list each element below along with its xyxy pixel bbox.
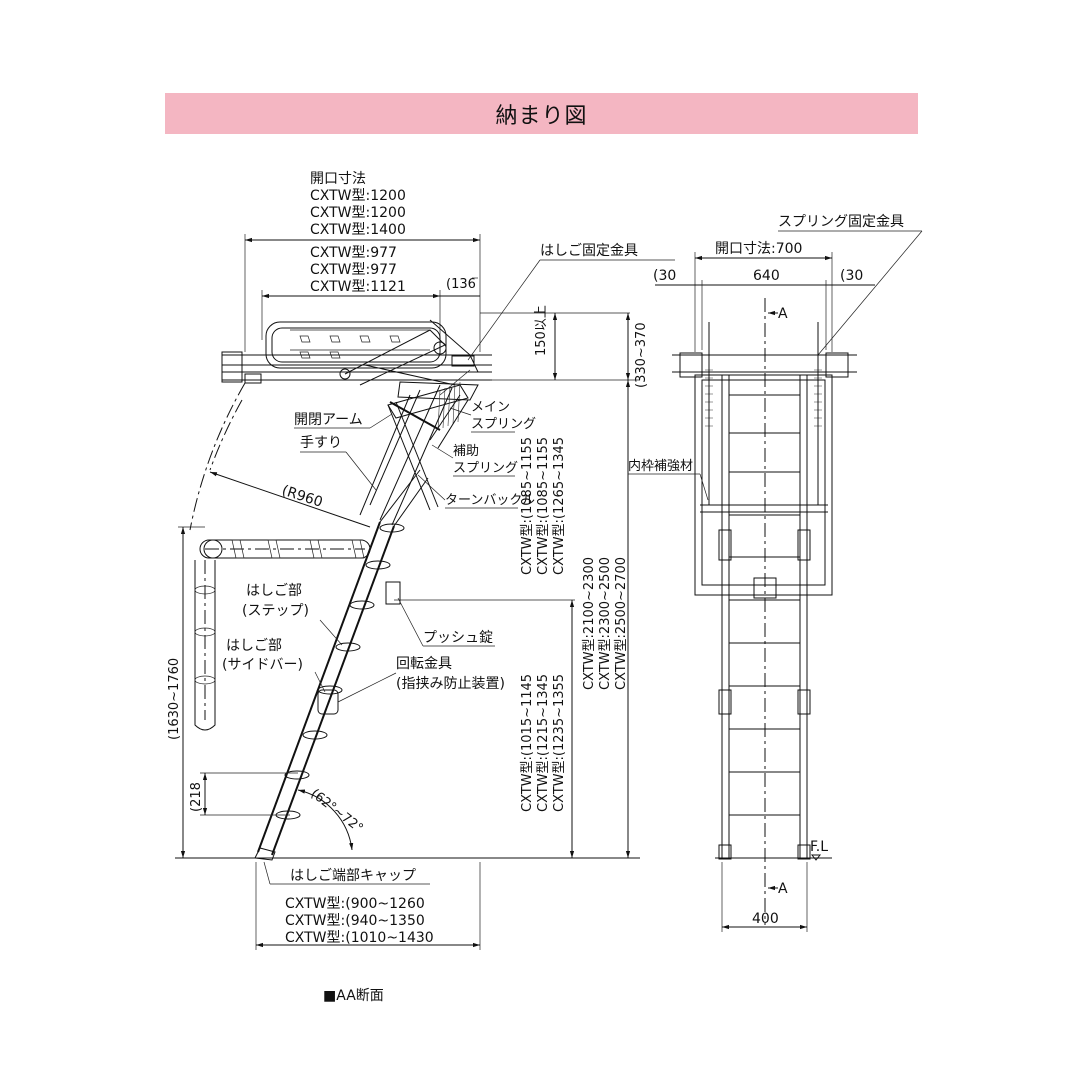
spring-length-1: CXTW型:(1085~1155 — [520, 437, 535, 575]
lower-height-2: CXTW型:(1215~1345 — [536, 674, 551, 812]
dim-218: (218 — [189, 782, 204, 812]
foot-dim-1: CXTW型:(900~1260 — [285, 896, 425, 912]
front-open-size: 開口寸法:700 — [715, 241, 802, 257]
spring-length-2: CXTW型:(1085~1155 — [536, 437, 551, 575]
dim-30-right: (30 — [840, 268, 863, 284]
side-view: 開口寸法 CXTW型:1200 CXTW型:1200 CXTW型:1400 CX… — [167, 171, 675, 950]
foot-dim-2: CXTW型:(940~1350 — [285, 913, 425, 929]
radius-label: (R960 — [280, 483, 325, 511]
page-title: 納まり図 — [495, 103, 588, 129]
angle-label: (62°~72° — [308, 786, 366, 836]
open-size-heading: 開口寸法 — [310, 171, 366, 187]
dim-640: 640 — [753, 268, 780, 284]
open-size-2: CXTW型:1200 — [310, 205, 406, 221]
section-a-top: A — [778, 306, 788, 322]
floor-level-label: F.L — [810, 839, 828, 855]
section-a-bottom: A — [778, 881, 788, 897]
ceiling-height-2: CXTW型:2300~2500 — [598, 557, 613, 690]
inner-size-1: CXTW型:977 — [310, 245, 397, 261]
sidebar-label-2: (サイドバー) — [222, 657, 303, 673]
step-label-2: (ステップ) — [242, 603, 309, 619]
arm-label: 開閉アーム — [294, 412, 363, 428]
inner-frame-label: 内枠補強材 — [628, 458, 693, 474]
ceiling-height-3: CXTW型:2500~2700 — [614, 557, 629, 690]
inner-size-2: CXTW型:977 — [310, 262, 397, 278]
aux-spring-label-1: 補助 — [453, 444, 479, 459]
dim-150: 150以上 — [534, 305, 549, 356]
handrail-label: 手すり — [300, 435, 342, 451]
dim-1630: (1630~1760 — [167, 658, 182, 740]
lower-height-3: CXTW型:(1235~1355 — [552, 674, 567, 812]
spring-length-3: CXTW型:(1265~1345 — [552, 437, 567, 575]
cap-label: はしご端部キャップ — [290, 868, 416, 884]
foot-dim-3: CXTW型:(1010~1430 — [285, 930, 434, 946]
fix-bracket-label: はしご固定金具 — [540, 243, 638, 259]
rotate-bracket-label-2: (指挟み防止装置) — [396, 676, 505, 692]
ceiling-height-1: CXTW型:2100~2300 — [582, 557, 597, 690]
dim-136: (136 — [446, 277, 476, 292]
title-bar: 納まり図 — [165, 93, 918, 134]
rotate-bracket-label-1: 回転金具 — [396, 656, 452, 672]
aux-spring-label-2: スプリング — [453, 461, 518, 476]
dim-400: 400 — [752, 911, 779, 927]
dim-330: (330~370 — [634, 322, 649, 388]
spring-fix-label: スプリング固定金具 — [778, 214, 904, 230]
main-spring-label-1: メイン — [471, 400, 510, 415]
push-lock-label: プッシュ錠 — [423, 630, 493, 646]
sidebar-label-1: はしご部 — [226, 638, 282, 654]
lower-height-1: CXTW型:(1015~1145 — [520, 674, 535, 812]
main-spring-label-2: スプリング — [471, 417, 536, 432]
open-size-1: CXTW型:1200 — [310, 188, 406, 204]
open-size-3: CXTW型:1400 — [310, 222, 406, 238]
step-label-1: はしご部 — [246, 583, 302, 599]
turnbuckle-label: ターンバックル — [445, 493, 535, 508]
front-view: スプリング固定金具 開口寸法:700 (30 640 (30 A A — [628, 214, 923, 932]
inner-size-3: CXTW型:1121 — [310, 279, 406, 295]
dim-30-left: (30 — [653, 268, 676, 284]
section-caption: ■AA断面 — [323, 988, 384, 1004]
